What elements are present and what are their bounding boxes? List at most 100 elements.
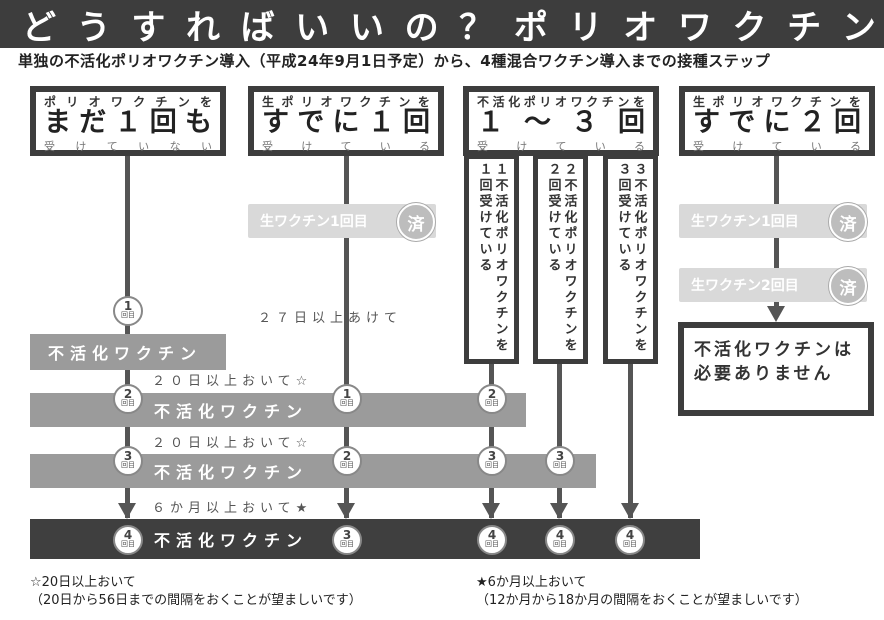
live-vaccine-label: 生ワクチン2回目 [691, 278, 799, 294]
interval-label: ２０日以上おいて☆ [152, 374, 313, 389]
case-char: け [516, 140, 528, 153]
subcol-text: １不活化ポリオワクチンを１回受けている [476, 162, 508, 354]
title-char: う [76, 7, 111, 48]
case-char: ２ [798, 107, 826, 138]
case-char: チ [601, 95, 614, 109]
result-box: 不活化ワクチンは必要ありません [678, 322, 874, 416]
case-char: に [763, 107, 791, 138]
case-box-inactivated-1to3: 不活化ポリオワクチンを １ ～ ３ 回 受けている [463, 86, 659, 156]
case-top-text: 生ポリオワクチンを [262, 93, 430, 110]
subcol-text: ２不活化ポリオワクチンを２回受けている [545, 162, 577, 354]
dose-number: 4 [487, 528, 497, 542]
done-stamp-icon: 済 [829, 203, 867, 241]
case-char: て [340, 140, 352, 153]
case-char: ワ [570, 95, 583, 109]
band-label: 不活化ワクチン [154, 463, 309, 482]
case-char: 不 [477, 95, 490, 109]
case-char: け [75, 140, 87, 153]
case-char: て [555, 140, 567, 153]
case-char: ポ [712, 95, 725, 109]
title-char: オ [623, 7, 658, 48]
title-char: れ [185, 7, 220, 48]
case-char: 回 [403, 107, 430, 138]
case-char: を [848, 95, 861, 109]
case-char: 回 [149, 107, 177, 138]
footnote-white-star: ☆20日以上おいて （20日から56日までの間隔をおくことが望ましいです） [30, 574, 362, 610]
case-char: チ [378, 95, 391, 109]
case-big-text: １ ～ ３ 回 [477, 106, 645, 140]
band-label: 不活化ワクチン [154, 531, 309, 550]
arrow-down-icon [118, 503, 136, 519]
case-char: け [301, 140, 313, 153]
case-char: ま [44, 107, 71, 138]
dose-number: 3 [342, 528, 352, 542]
footnote-black-star: ★6か月以上おいて （12か月から18か月の間隔をおくことが望ましいです） [476, 574, 808, 610]
dose-unit: 回目 [121, 311, 135, 319]
dose-number: 1 [123, 299, 133, 313]
subtitle: 単独の不活化ポリオワクチン導入（平成24年9月1日予定）から、4種混合ワクチン導… [18, 52, 771, 70]
case-char: 受 [44, 140, 55, 153]
case-char: け [732, 140, 744, 153]
dose-number: 1 [342, 387, 352, 401]
title-bar: ど う す れ ば い い の ？ ポ リ オ ワ ク チ ン [0, 0, 884, 48]
dose-number: 2 [487, 387, 497, 401]
case-char: ワ [770, 95, 783, 109]
interval-label: ６か月以上おいて★ [152, 501, 313, 516]
arrow-down-icon [337, 503, 355, 519]
dose-unit: 回目 [121, 399, 135, 407]
case-char: を [417, 95, 430, 109]
case-char: い [200, 140, 212, 153]
case-char: ポ [44, 95, 57, 109]
case-char: リ [731, 95, 744, 109]
band-label: 不活化ワクチン [48, 344, 203, 363]
dose-number: 4 [555, 528, 565, 542]
dose-number: 3 [487, 449, 497, 463]
case-char: る [634, 140, 645, 153]
dose-number: 4 [123, 528, 133, 542]
arrow-down-icon [482, 503, 500, 519]
case-char: い [810, 140, 822, 153]
case-char: す [262, 107, 289, 138]
case-big-part: 回 [618, 107, 645, 138]
case-char: 活 [492, 95, 505, 109]
live-vaccine-label: 生ワクチン1回目 [260, 214, 368, 230]
title-char: ン [841, 7, 876, 48]
footnote-line: （20日から56日までの間隔をおくことが望ましいです） [30, 593, 362, 608]
inactivated-band-1: 不活化ワクチン [30, 334, 226, 370]
subcol-3: ３不活化ポリオワクチンを３回受けている [603, 154, 658, 364]
flow-line-sub1 [489, 362, 494, 518]
title-char: ワ [677, 7, 712, 48]
case-char: チ [155, 95, 168, 109]
case-char: 受 [477, 140, 488, 153]
footnote-line: ☆20日以上おいて [30, 575, 136, 590]
case-bottom-text: 受けている [262, 138, 430, 154]
case-char: だ [79, 107, 107, 138]
case-char: で [728, 107, 756, 138]
subcol-text: ３不活化ポリオワクチンを３回受けている [615, 162, 647, 354]
case-char: を [632, 95, 645, 109]
band-label: 不活化ワクチン [154, 402, 309, 421]
subcol-2: ２不活化ポリオワクチンを２回受けている [533, 154, 588, 364]
title-char: ？ [459, 7, 494, 48]
case-char: ワ [339, 95, 352, 109]
case-char: い [138, 140, 150, 153]
title-char: す [131, 7, 166, 48]
done-stamp-icon: 済 [829, 267, 867, 305]
case-char: １ [367, 107, 395, 138]
dose-number: 2 [342, 449, 352, 463]
arrow-down-icon [621, 503, 639, 519]
case-char: い [379, 140, 391, 153]
case-char: す [693, 107, 720, 138]
